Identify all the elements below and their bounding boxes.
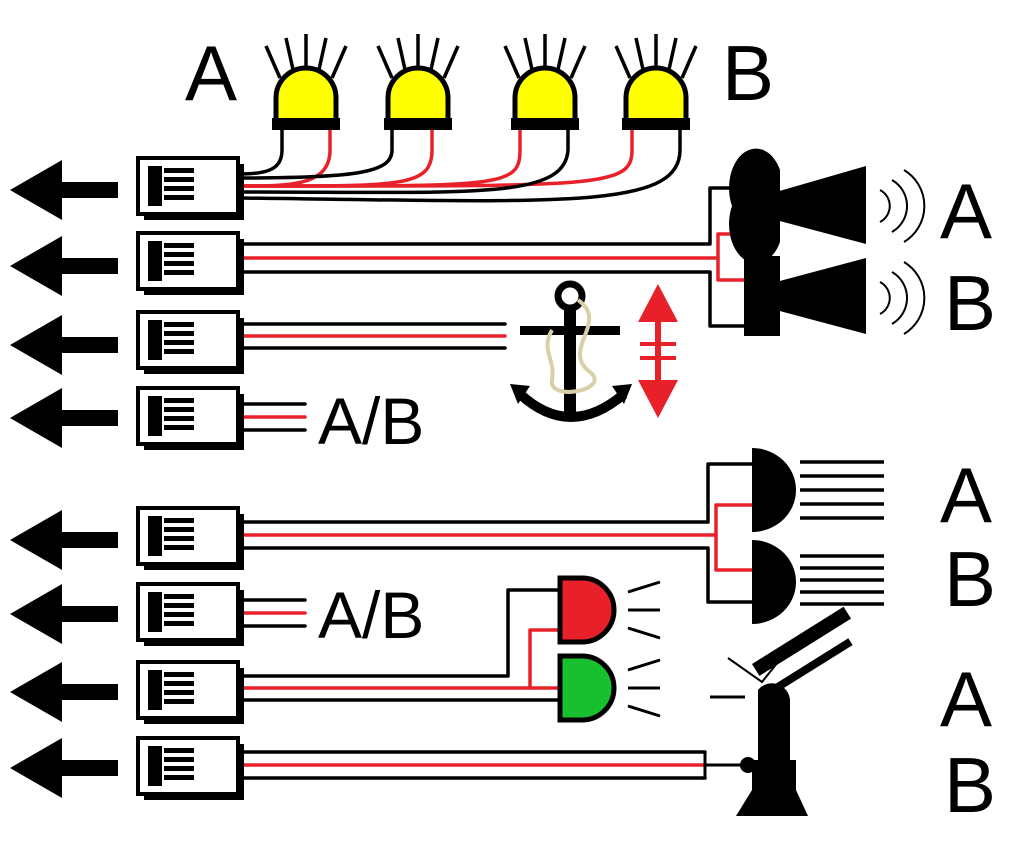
- connector-plug-icon: [136, 386, 246, 452]
- horns: [729, 148, 926, 336]
- arrow-left-icon: [10, 584, 118, 644]
- turret-label-a: A: [940, 655, 992, 743]
- connector-plug-icon: [136, 310, 246, 376]
- bell-label-b: B: [944, 535, 996, 623]
- connector-label-ab-1: A/B: [318, 384, 424, 458]
- horn-speaker-icon: [729, 148, 926, 264]
- labels: A B A B A/B A B A/B A B: [185, 29, 996, 829]
- arrow-left-icon: [10, 315, 118, 375]
- connector-plug-icon: [136, 736, 246, 802]
- bell-icon: [752, 540, 884, 624]
- arrow-left-icon: [10, 662, 118, 722]
- arrow-left-icon: [10, 510, 118, 570]
- beacon-light-icon: [378, 34, 458, 130]
- arrow-left-icon: [10, 236, 118, 296]
- connector-plug-icon: [136, 156, 246, 222]
- nav-lights: [557, 575, 661, 723]
- turret-label-b: B: [944, 741, 996, 829]
- anchor-icon: [510, 280, 632, 422]
- strobe-lights: [266, 34, 696, 130]
- bell-icon: [752, 448, 884, 532]
- arrow-left-icon: [10, 388, 118, 448]
- cannon-turret-icon: [703, 606, 853, 816]
- horn-label-b: B: [944, 259, 996, 347]
- horn-speaker-icon: [744, 256, 926, 336]
- connectors: [136, 156, 246, 802]
- nav-light-icon: [557, 575, 661, 645]
- strobe-label-left: A: [185, 29, 237, 117]
- horn-label-a: A: [940, 167, 992, 255]
- beacon-light-icon: [505, 34, 585, 130]
- wires: [238, 126, 762, 780]
- connector-plug-icon: [136, 231, 246, 297]
- connector-plug-icon: [136, 660, 246, 726]
- up-down-arrow-icon: [638, 284, 678, 418]
- connector-plug-icon: [136, 582, 246, 648]
- bells: [752, 448, 884, 624]
- beacon-light-icon: [616, 34, 696, 130]
- left-arrows: [10, 160, 118, 798]
- arrow-left-icon: [10, 160, 118, 220]
- arrow-left-icon: [10, 738, 118, 798]
- strobe-label-right: B: [722, 29, 774, 117]
- connector-plug-icon: [136, 506, 246, 572]
- bell-label-a: A: [940, 451, 992, 539]
- beacon-light-icon: [266, 34, 346, 130]
- connector-label-ab-2: A/B: [318, 578, 424, 652]
- nav-light-icon: [557, 653, 661, 723]
